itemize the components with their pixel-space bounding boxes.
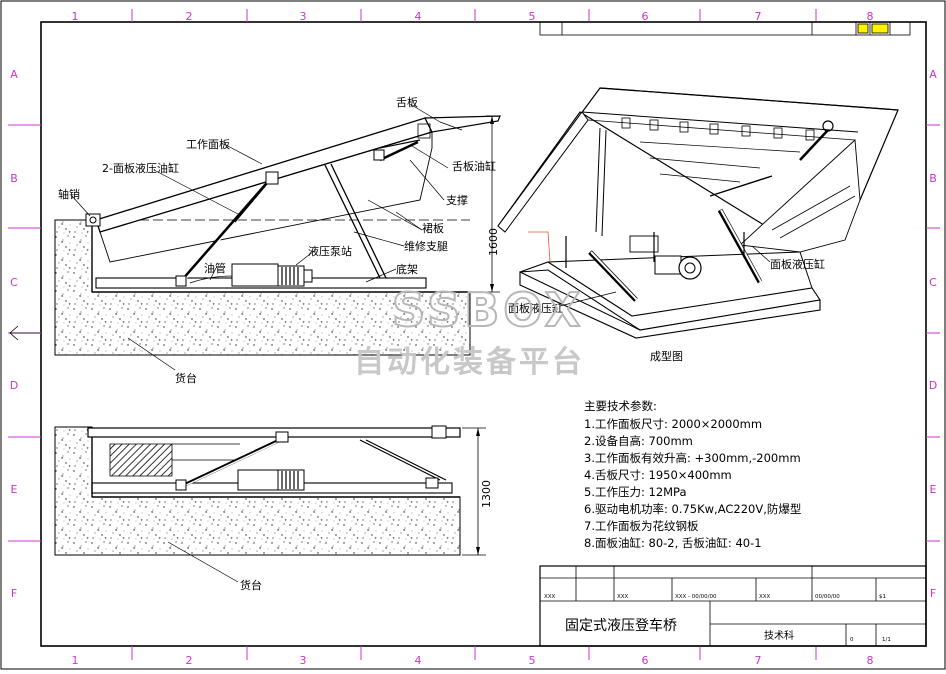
department: 技术科 — [764, 629, 794, 642]
zone-row-D-right: D — [929, 379, 937, 392]
oil-pipe-label: 油管 — [204, 261, 226, 275]
zone-row-labels: A A B B C C D D E E F F — [10, 68, 937, 600]
zone-col-3-top: 3 — [300, 10, 307, 23]
watermark-line2: 自动化装备平台 — [354, 345, 585, 380]
zone-col-7-top: 7 — [755, 10, 762, 23]
spec-item-8: 8.面板油缸: 80-2, 舌板油缸: 40-1 — [584, 536, 762, 550]
zone-col-7-bottom: 7 — [755, 654, 762, 667]
zone-column-labels: 1 1 2 2 3 3 4 4 5 5 6 6 7 7 8 8 — [72, 10, 874, 667]
zone-col-8-bottom: 8 — [867, 654, 874, 667]
center-marks — [9, 325, 40, 341]
zone-ticks — [8, 9, 940, 660]
loading-platform-label-2: 货台 — [240, 578, 262, 592]
tb-value-revision: 0 — [850, 637, 854, 643]
revision-strip — [539, 21, 911, 36]
maintenance-strut-label: 维修支腿 — [404, 239, 448, 253]
zone-col-4-top: 4 — [415, 10, 422, 23]
zone-row-F-left: F — [11, 587, 17, 600]
spec-item-3: 3.工作面板有效升高: +300mm,-200mm — [584, 451, 801, 465]
spec-item-2: 2.设备自高: 700mm — [584, 434, 693, 448]
iso-deck-cylinder-label-2: 面板液压缸 — [508, 301, 563, 315]
spec-item-1: 1.工作面板尺寸: 2000×2000mm — [584, 417, 762, 431]
tb-value-checker: XXX — [617, 594, 629, 600]
tb-value-sheet: $1 — [879, 594, 886, 600]
zone-row-C-left: C — [10, 276, 18, 289]
zone-col-5-top: 5 — [529, 10, 536, 23]
zone-row-C-right: C — [929, 276, 937, 289]
tb-value-pages: 1/1 — [882, 637, 891, 643]
zone-col-2-bottom: 2 — [186, 654, 193, 667]
spec-item-6: 6.驱动电机功率: 0.75Kw,AC220V,防爆型 — [584, 502, 801, 516]
side-view: 舌板 工作面板 2-面板液压油缸 舌板油缸 轴销 支撑 裙板 维修支腿 液压泵站… — [54, 95, 501, 385]
lip-plate-label: 舌板 — [396, 95, 418, 109]
zone-row-A-left: A — [10, 68, 18, 81]
zone-row-E-left: E — [11, 483, 18, 496]
deck-cylinder-label: 2-面板液压油缸 — [102, 161, 179, 175]
zone-col-1-top: 1 — [72, 10, 79, 23]
zone-col-6-bottom: 6 — [642, 654, 649, 667]
tb-value-date: 00/00/00 — [815, 594, 840, 600]
loading-platform-label: 货台 — [175, 371, 197, 385]
iso-caption: 成型图 — [650, 349, 683, 363]
isometric-view — [497, 87, 899, 339]
iso-deck-cylinder-label: 面板液压缸 — [770, 257, 825, 271]
zone-row-E-right: E — [930, 483, 937, 496]
zone-col-3-bottom: 3 — [300, 654, 307, 667]
lip-plate — [424, 115, 501, 133]
zone-row-B-left: B — [10, 172, 18, 185]
spec-item-5: 5.工作压力: 12MPa — [584, 485, 687, 499]
drawing-title: 固定式液压登车桥 — [565, 617, 677, 634]
zone-row-F-right: F — [930, 587, 936, 600]
support-label: 支撑 — [446, 193, 468, 207]
zone-col-1-bottom: 1 — [72, 654, 79, 667]
lip-cylinder-label: 舌板油缸 — [452, 159, 496, 173]
tb-value-approval: XXX - 00/00/00 — [675, 594, 717, 600]
folded-view: 货台 1300 — [54, 425, 493, 592]
zone-row-B-right: B — [929, 172, 937, 185]
title-block-values: XXX XXX XXX - 00/00/00 XXX 00/00/00 $1 固… — [544, 594, 891, 643]
spec-item-7: 7.工作面板为花纹钢板 — [584, 519, 699, 533]
pump-station-label: 液压泵站 — [308, 244, 352, 258]
base-frame-label: 底架 — [396, 262, 418, 276]
tb-value-doc: XXX — [759, 594, 771, 600]
deck-plate-folded — [87, 427, 461, 438]
specifications: 主要技术参数: 1.工作面板尺寸: 2000×2000mm 2.设备自高: 70… — [584, 399, 801, 550]
height-dim-1600: 1600 — [487, 228, 500, 256]
zone-col-6-top: 6 — [642, 10, 649, 23]
spec-item-4: 4.舌板尺寸: 1950×400mm — [584, 468, 732, 482]
hinge-pin-label: 轴销 — [58, 187, 80, 201]
zone-col-5-bottom: 5 — [529, 654, 536, 667]
deck-plate — [95, 117, 433, 233]
deck-label: 工作面板 — [186, 137, 230, 151]
zone-col-8-top: 8 — [867, 10, 874, 23]
inner-border — [40, 21, 927, 647]
zone-row-D-left: D — [10, 379, 18, 392]
height-dim-1300: 1300 — [480, 480, 493, 508]
zone-row-A-right: A — [929, 68, 937, 81]
tb-value-designer: XXX — [544, 594, 556, 600]
watermark-line1: SSBOX — [392, 283, 584, 337]
skirt-label: 裙板 — [422, 221, 444, 235]
spec-heading: 主要技术参数: — [584, 399, 657, 413]
title-block — [539, 565, 927, 647]
zone-col-2-top: 2 — [186, 10, 193, 23]
skirt-plate — [99, 131, 433, 263]
zone-col-4-bottom: 4 — [415, 654, 422, 667]
